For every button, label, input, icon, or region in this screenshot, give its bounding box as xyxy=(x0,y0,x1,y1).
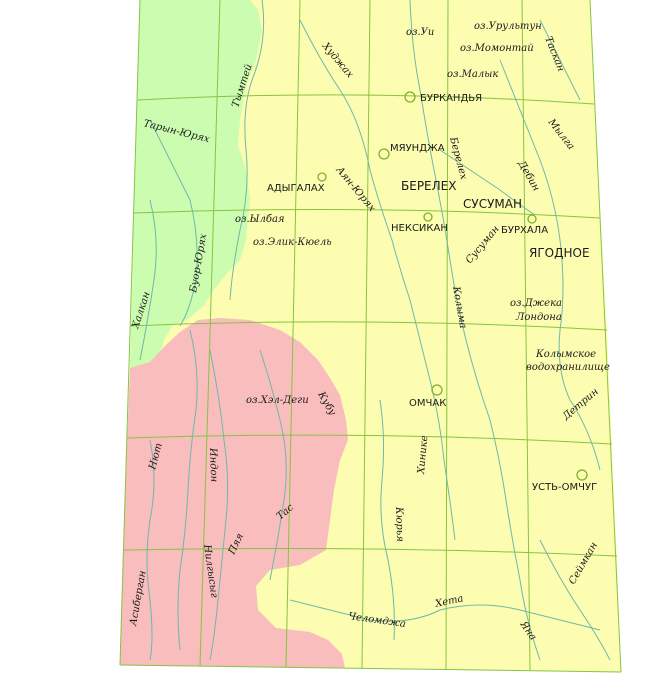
label-river-kurya: Кюрья xyxy=(393,506,405,542)
label-kolyma-reservoir-1: Колымское xyxy=(535,349,596,360)
grid-lines xyxy=(119,0,622,673)
label-lake-elik-kyuel: оз.Элик-Кюель xyxy=(253,237,332,248)
town-marker-omchak xyxy=(431,384,443,396)
label-lake-dzheka: оз.Джека xyxy=(510,298,562,309)
green-region xyxy=(130,0,262,368)
label-burkandya: БУРКАНДЬЯ xyxy=(420,93,482,104)
town-marker-adygalakh xyxy=(317,172,327,182)
town-markers xyxy=(317,91,588,481)
label-lake-ui: оз.Уи xyxy=(406,27,434,38)
label-myaundzha: МЯУНДЖА xyxy=(390,143,445,154)
label-adygalakh: АДЫГАЛАХ xyxy=(267,183,325,194)
label-lake-malyk: оз.Малык xyxy=(447,69,498,80)
label-ust-omchug: УСТЬ-ОМЧУГ xyxy=(532,482,597,493)
label-kolyma-reservoir-2: водохранилище xyxy=(526,362,610,373)
town-marker-burkhala xyxy=(527,214,537,224)
town-marker-ust-omchug xyxy=(576,469,588,481)
town-marker-myaundzha xyxy=(378,148,390,160)
label-lake-urultun: оз.Урультун xyxy=(474,21,542,32)
label-burkhala: БУРХАЛА xyxy=(501,225,548,236)
town-marker-burkandya xyxy=(404,91,416,103)
town-marker-neksikan xyxy=(423,212,433,222)
label-berelekh: БЕРЕЛЕХ xyxy=(401,179,456,193)
label-lake-ylbaya: оз.Ылбая xyxy=(235,214,285,225)
label-lake-momontai: оз.Момонтай xyxy=(460,43,534,54)
label-omchak: ОМЧАК xyxy=(409,398,446,409)
label-yagodnoe: ЯГОДНОЕ xyxy=(529,246,590,260)
label-lake-londona: Лондона xyxy=(515,312,562,323)
label-river-khinike: Хиникe xyxy=(416,435,430,475)
label-lake-khel-degi: оз.Хэл-Деги xyxy=(246,395,309,406)
rivers xyxy=(139,0,611,661)
label-susuman: СУСУМАН xyxy=(463,197,522,211)
label-river-indon: Индон xyxy=(207,447,219,483)
label-neksikan: НЕКСИКАН xyxy=(391,223,448,234)
